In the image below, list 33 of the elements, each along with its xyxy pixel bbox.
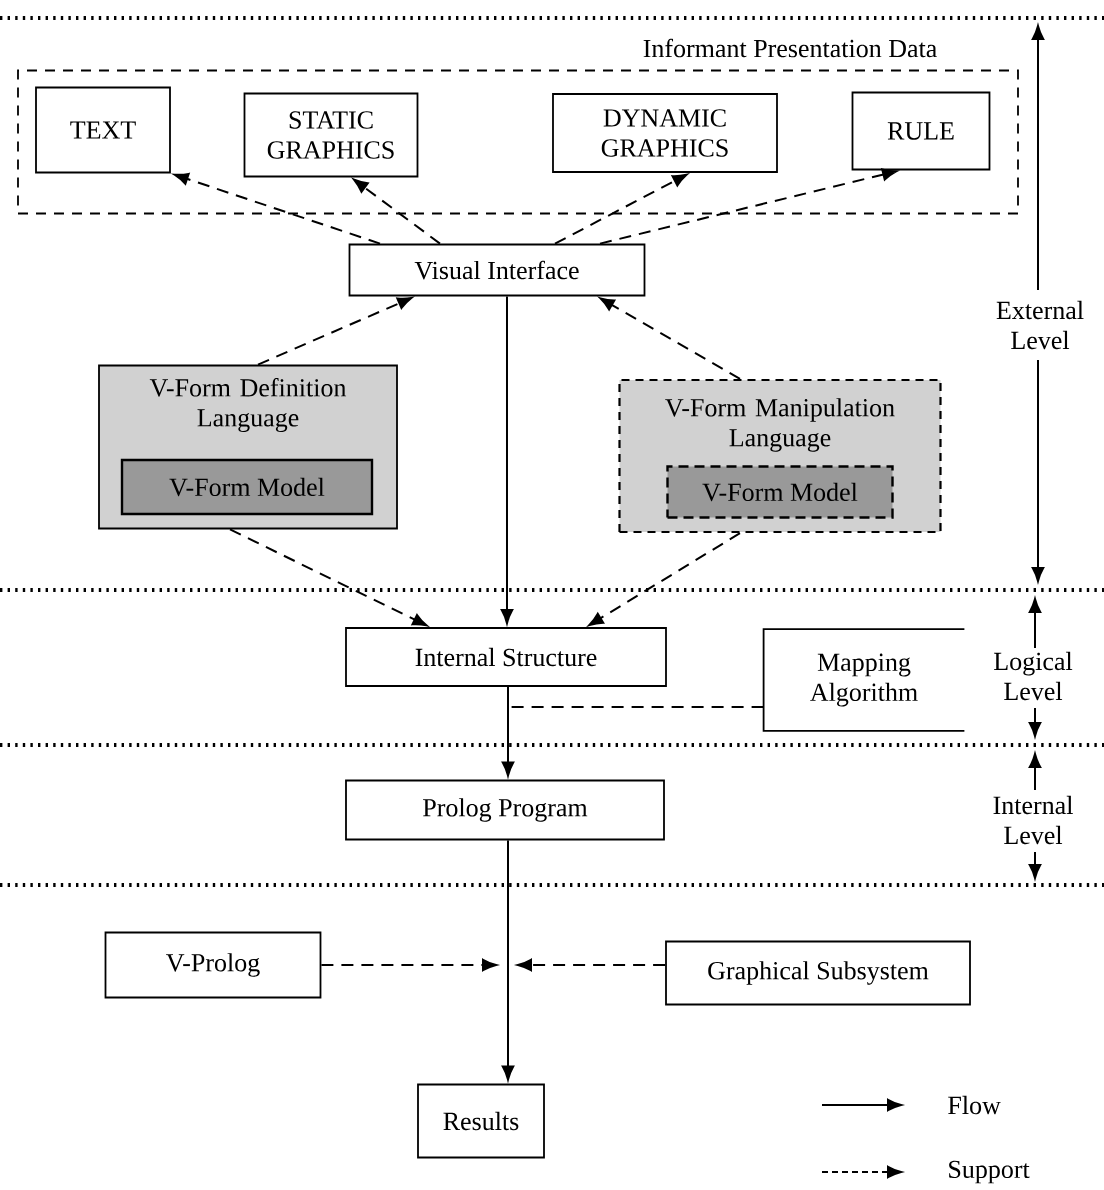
arrow xyxy=(501,685,515,777)
arrow xyxy=(257,297,413,366)
process-box: V-Prolog xyxy=(104,931,322,999)
connector-line xyxy=(509,706,765,708)
arrow xyxy=(588,532,741,627)
process-box: Graphical Subsystem xyxy=(665,940,971,1006)
arrow xyxy=(501,839,515,1081)
process-box: Mapping Algorithm xyxy=(762,628,966,732)
arrow xyxy=(320,958,497,972)
level-label: External Level xyxy=(990,298,1090,352)
arrow xyxy=(554,173,688,245)
process-box: Internal Structure xyxy=(345,627,667,687)
process-box: RULE xyxy=(851,91,991,171)
legend-text: Support xyxy=(949,1160,1030,1184)
arrow xyxy=(229,528,428,627)
process-box: Visual Interface xyxy=(348,243,646,297)
level-label: Logical Level xyxy=(983,649,1083,703)
model-box: V-Form Model xyxy=(666,465,894,519)
level-label: Internal Level xyxy=(983,793,1083,847)
arrow xyxy=(599,297,741,380)
process-box: DYNAMIC GRAPHICS xyxy=(552,93,778,173)
process-box: Results xyxy=(417,1083,545,1159)
model-box: V-Form Model xyxy=(120,458,374,516)
arrow xyxy=(173,172,381,245)
process-box: STATIC GRAPHICS xyxy=(243,92,419,178)
arrow xyxy=(599,168,898,245)
arrow xyxy=(353,178,441,245)
node-label: Informant Presentation Data xyxy=(643,38,937,58)
arrow xyxy=(500,295,514,625)
process-box: Prolog Program xyxy=(345,779,665,841)
arrow xyxy=(517,958,667,972)
process-box: TEXT xyxy=(35,86,171,174)
legend-text: Flow xyxy=(948,1095,1001,1115)
